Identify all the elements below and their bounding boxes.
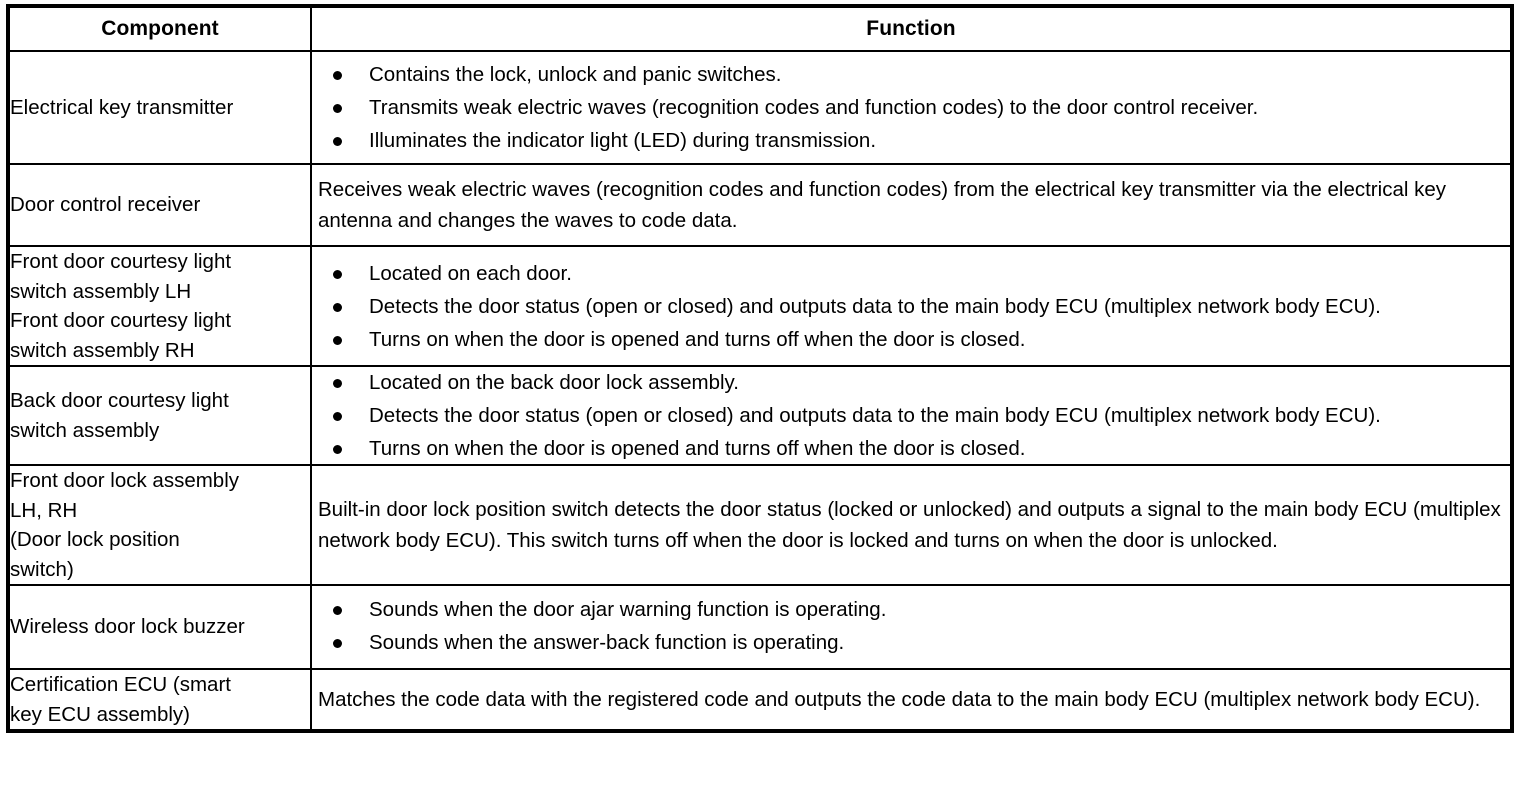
function-cell: Located on the back door lock assembly. D… bbox=[310, 365, 1513, 466]
function-cell: Located on each door. Detects the door st… bbox=[310, 245, 1513, 367]
function-bullet-item: Located on each door. bbox=[312, 258, 1510, 289]
component-line: Front door courtesy light bbox=[10, 250, 232, 273]
function-bullet-text: Illuminates the indicator light (LED) du… bbox=[369, 129, 877, 152]
bullet-dot-icon bbox=[333, 639, 342, 648]
function-paragraph: Built-in door lock position switch detec… bbox=[318, 498, 1501, 552]
component-line: Wireless door lock buzzer bbox=[10, 615, 245, 639]
component-cell: Door control receiver bbox=[7, 163, 312, 247]
function-cell: Receives weak electric waves (recognitio… bbox=[310, 163, 1513, 247]
component-line: Front door courtesy light bbox=[10, 309, 232, 332]
function-bullet-item: Turns on when the door is opened and tur… bbox=[312, 324, 1510, 355]
table-body: Electrical key transmitter Contains the l… bbox=[7, 50, 1513, 732]
component-line: Door control receiver bbox=[10, 193, 201, 217]
table-row: Electrical key transmitter Contains the l… bbox=[7, 50, 1513, 165]
function-cell: Built-in door lock position switch detec… bbox=[310, 464, 1513, 586]
component-line: (Door lock position bbox=[10, 528, 180, 551]
function-bullet-list: Contains the lock, unlock and panic swit… bbox=[312, 59, 1510, 156]
table-row: Door control receiver Receives weak elect… bbox=[7, 163, 1513, 247]
table-row: Back door courtesy light switch assembly L… bbox=[7, 365, 1513, 466]
function-paragraph: Receives weak electric waves (recognitio… bbox=[318, 178, 1446, 232]
bullet-dot-icon bbox=[333, 104, 342, 113]
function-bullet-text: Sounds when the answer-back function is … bbox=[369, 631, 845, 654]
bullet-dot-icon bbox=[333, 269, 342, 279]
function-bullet-item: Located on the back door lock assembly. bbox=[312, 367, 1510, 398]
function-bullet-text: Located on each door. bbox=[369, 261, 572, 285]
function-bullet-list: Located on each door. Detects the door st… bbox=[312, 258, 1510, 355]
component-line: switch) bbox=[10, 557, 74, 581]
component-line: Electrical key transmitter bbox=[10, 95, 234, 119]
function-bullet-item: Transmits weak electric waves (recogniti… bbox=[312, 92, 1510, 123]
function-bullet-item: Detects the door status (open or closed)… bbox=[312, 291, 1510, 322]
component-line: LH, RH bbox=[10, 498, 78, 522]
function-bullet-text: Transmits weak electric waves (recogniti… bbox=[369, 96, 1259, 119]
bullet-dot-icon bbox=[333, 379, 342, 388]
component-line: switch assembly RH bbox=[10, 338, 195, 362]
table-row: Certification ECU (smart key ECU assembly… bbox=[7, 668, 1513, 732]
component-cell: Wireless door lock buzzer bbox=[7, 584, 312, 670]
function-cell: Matches the code data with the registere… bbox=[310, 668, 1513, 732]
component-line: key ECU assembly) bbox=[10, 702, 190, 726]
function-bullet-list: Sounds when the door ajar warning functi… bbox=[312, 594, 1510, 658]
function-bullet-text: Located on the back door lock assembly. bbox=[369, 371, 739, 394]
component-line: Back door courtesy light bbox=[10, 389, 229, 412]
function-cell: Sounds when the door ajar warning functi… bbox=[310, 584, 1513, 670]
bullet-dot-icon bbox=[333, 137, 342, 146]
function-bullet-text: Contains the lock, unlock and panic swit… bbox=[369, 63, 782, 86]
function-bullet-list: Located on the back door lock assembly. D… bbox=[312, 367, 1510, 464]
component-line: Certification ECU (smart bbox=[10, 673, 231, 696]
component-cell: Electrical key transmitter bbox=[7, 50, 312, 165]
function-bullet-text: Turns on when the door is opened and tur… bbox=[369, 327, 1026, 351]
header-row: Component Function bbox=[7, 5, 1513, 52]
function-paragraph: Matches the code data with the registere… bbox=[318, 688, 1481, 711]
column-header-component: Component bbox=[7, 5, 312, 52]
function-bullet-text: Turns on when the door is opened and tur… bbox=[369, 437, 1026, 460]
function-bullet-item: Contains the lock, unlock and panic swit… bbox=[312, 59, 1510, 90]
function-bullet-item: Sounds when the door ajar warning functi… bbox=[312, 594, 1510, 625]
component-cell: Front door courtesy light switch assembly… bbox=[7, 245, 312, 367]
bullet-dot-icon bbox=[333, 71, 342, 80]
component-cell: Back door courtesy light switch assembly bbox=[7, 365, 312, 466]
function-bullet-text: Detects the door status (open or closed)… bbox=[369, 294, 1381, 318]
component-line: switch assembly bbox=[10, 418, 160, 442]
function-bullet-text: Detects the door status (open or closed)… bbox=[369, 404, 1381, 427]
component-line: switch assembly LH bbox=[10, 279, 192, 303]
function-bullet-item: Turns on when the door is opened and tur… bbox=[312, 433, 1510, 464]
bullet-dot-icon bbox=[333, 335, 342, 345]
bullet-dot-icon bbox=[333, 302, 342, 312]
function-bullet-text: Sounds when the door ajar warning functi… bbox=[369, 598, 887, 621]
bullet-dot-icon bbox=[333, 606, 342, 615]
column-header-function: Function bbox=[310, 5, 1513, 52]
table-header: Component Function bbox=[7, 5, 1513, 52]
component-cell: Certification ECU (smart key ECU assembly… bbox=[7, 668, 312, 732]
component-function-table: Component Function Electrical key transm… bbox=[6, 4, 1514, 733]
function-cell: Contains the lock, unlock and panic swit… bbox=[310, 50, 1513, 165]
function-bullet-item: Sounds when the answer-back function is … bbox=[312, 627, 1510, 658]
table-row: Front door courtesy light switch assembly… bbox=[7, 245, 1513, 367]
bullet-dot-icon bbox=[333, 445, 342, 454]
bullet-dot-icon bbox=[333, 412, 342, 421]
component-line: Front door lock assembly bbox=[10, 469, 240, 492]
function-bullet-item: Detects the door status (open or closed)… bbox=[312, 400, 1510, 431]
function-bullet-item: Illuminates the indicator light (LED) du… bbox=[312, 125, 1510, 156]
